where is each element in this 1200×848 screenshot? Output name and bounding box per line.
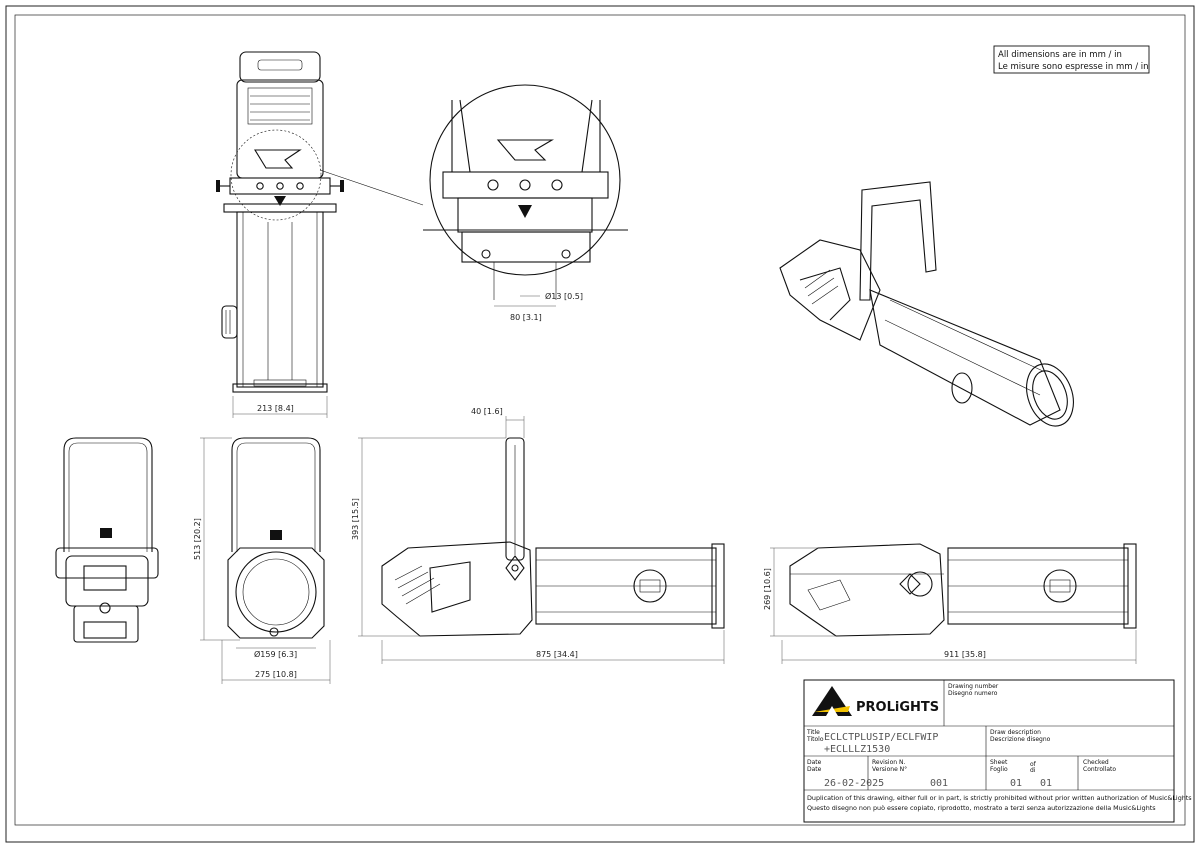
side-view-short <box>381 437 725 637</box>
dim-spacing-label: 80 [3.1] <box>510 313 542 322</box>
dim-lens-diameter-label: Ø159 [6.3] <box>254 649 297 659</box>
brand-name: PROLiGHTS <box>856 700 939 715</box>
front-view-left <box>55 437 159 643</box>
units-note-line2: Le misure sono espresse in mm / in <box>998 62 1149 72</box>
date-label-it: Date <box>807 766 822 773</box>
dim-side-height: 269 [10.6] <box>763 547 836 637</box>
dim-hole-label: Ø13 [0.5] <box>545 291 583 301</box>
checked-label: Checked <box>1083 759 1109 766</box>
detail-view <box>423 84 628 300</box>
dim-yoke-width-label: 40 [1.6] <box>471 407 503 416</box>
front-view-lens <box>227 437 325 639</box>
sheet-value: 01 <box>1010 778 1022 789</box>
dim-height-side: 393 [15.5] <box>351 437 506 637</box>
dim-length-long: 911 [35.8] <box>781 630 1137 664</box>
date-value: 26-02-2025 <box>824 778 884 789</box>
title-label-it: Titolo <box>806 736 824 743</box>
sheet-label-it: Foglio <box>990 766 1008 773</box>
of-label-it: di <box>1030 767 1036 774</box>
dim-height-front: 513 [20.2] <box>193 437 240 641</box>
units-note-line1: All dimensions are in mm / in <box>998 50 1122 60</box>
dim-front-width: 275 [10.8] <box>221 640 331 684</box>
dim-length-short: 875 [34.4] <box>381 630 725 664</box>
units-note: All dimensions are in mm / in Le misure … <box>993 45 1150 74</box>
isometric-view <box>779 181 1074 427</box>
sheet-total-value: 01 <box>1040 778 1052 789</box>
revision-value: 001 <box>930 778 948 789</box>
date-label: Date <box>807 759 822 766</box>
drawing-title-line2: +ECLLLZ1530 <box>824 744 890 755</box>
revision-label: Revision N. <box>872 759 905 766</box>
dim-lens-diameter: Ø159 [6.3] <box>236 647 316 659</box>
title-block: PROLiGHTS Drawing number Disegno numero … <box>803 679 1192 823</box>
disclaimer-en: Duplication of this drawing, either full… <box>807 794 1192 802</box>
drawing-number-label: Drawing number <box>948 683 999 690</box>
sheet-label: Sheet <box>990 759 1008 766</box>
of-label: of <box>1030 761 1037 768</box>
sheet-border <box>5 5 1195 843</box>
disclaimer-it: Questo disegno non può essere copiato, r… <box>807 804 1156 812</box>
dim-yoke-width: 40 [1.6] <box>471 407 525 438</box>
drawing-title-line1: ECLCTPLUSIP/ECLFWIP <box>824 732 938 743</box>
dim-top-width: 213 [8.4] <box>232 396 328 418</box>
draw-description-label: Draw description <box>990 729 1041 736</box>
title-label: Title <box>806 729 820 736</box>
top-view <box>216 51 424 393</box>
drawing-number-label-it: Disegno numero <box>948 690 998 697</box>
draw-description-label-it: Descrizione disegno <box>990 736 1051 743</box>
dim-hole: Ø13 [0.5] <box>520 291 583 301</box>
dim-length-long-label: 911 [35.8] <box>944 650 986 659</box>
revision-label-it: Versione N° <box>872 766 907 773</box>
side-view-long <box>789 543 1137 637</box>
dim-height-front-label: 513 [20.2] <box>193 518 202 560</box>
dim-top-width-label: 213 [8.4] <box>257 404 294 413</box>
dim-height-side-label: 393 [15.5] <box>351 498 360 540</box>
dim-front-width-label: 275 [10.8] <box>255 670 297 679</box>
dim-spacing: 80 [3.1] <box>494 305 556 322</box>
dim-length-short-label: 875 [34.4] <box>536 650 578 659</box>
dim-side-height-label: 269 [10.6] <box>763 568 772 610</box>
sheet-inner-border <box>14 14 1186 826</box>
brand-logo: PROLiGHTS <box>812 686 939 716</box>
checked-label-it: Controllato <box>1083 766 1116 773</box>
